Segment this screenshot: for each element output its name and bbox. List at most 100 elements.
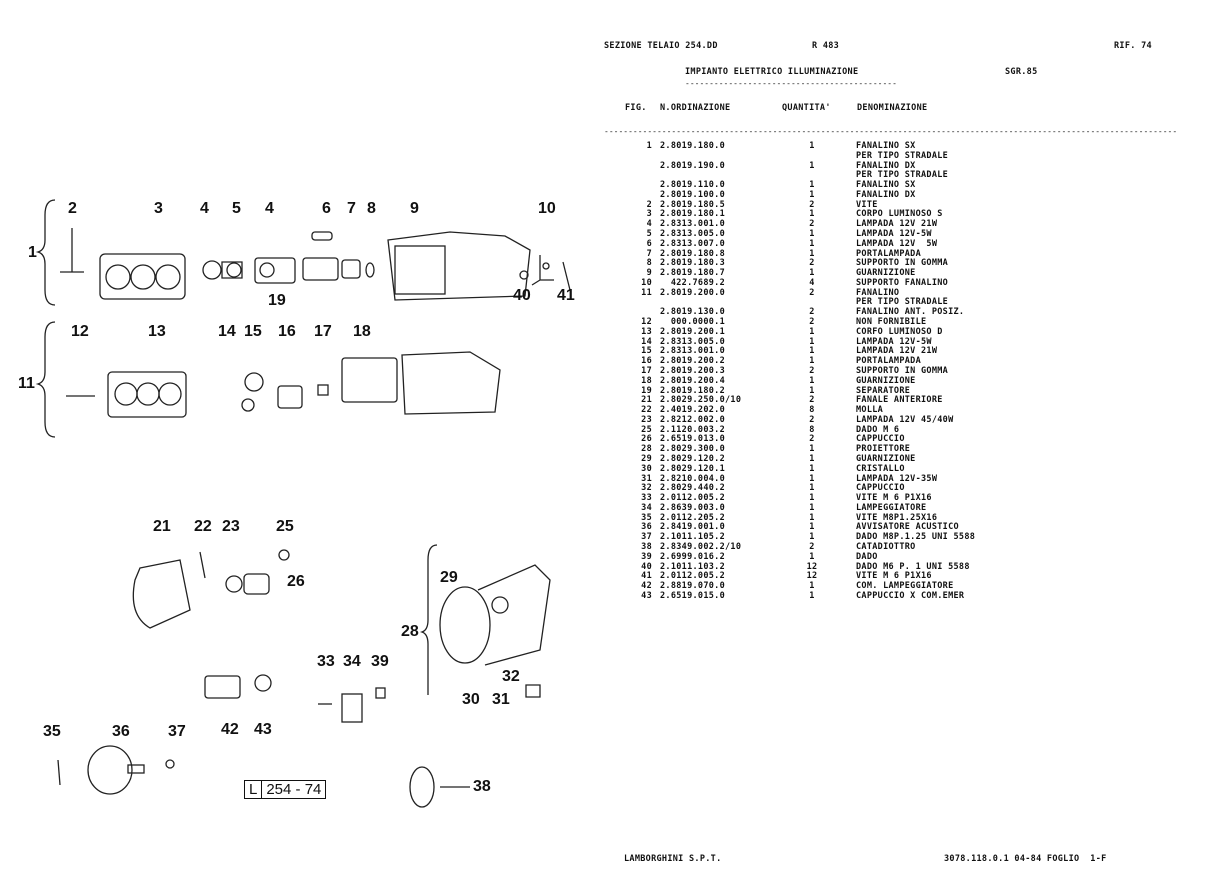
quantity: 1 [809,141,815,151]
spring-22 [199,551,206,579]
part-number: 2.8019.180.3 [660,258,726,269]
col-fig: FIG. [625,103,647,113]
fig-number: 2 [646,199,652,210]
quantity: 1 [809,180,815,191]
fig-number: 4 [646,219,652,230]
quantity: 1 [809,483,815,494]
fig-number: 40 [641,561,652,572]
bracket-11 [35,321,56,438]
fig-number: 10 [641,277,652,288]
quantity: 2 [809,258,815,269]
description: FANALINO SX [856,141,916,151]
quantity: 1 [809,444,815,455]
support-17 [317,384,329,396]
part-number: 2.8019.180.1 [660,209,726,220]
description: CAPPUCCIO X COM.EMER [856,590,965,601]
quantity: 1 [809,453,815,464]
bracket-1 [35,199,56,306]
part-number: 2.8212.002.0 [660,414,726,425]
part-number: 2.8019.200.1 [660,326,726,337]
lampholder-16 [277,385,303,409]
group-code: SGR.85 [1005,67,1038,77]
description: DADO M 6 [856,424,900,435]
callout: 2 [68,200,77,217]
fig-number: 36 [641,522,652,533]
part-number: 2.6519.015.0 [660,590,726,601]
fig-number: 26 [641,434,652,445]
callout: 22 [194,518,212,535]
description: CRISTALLO [856,463,905,474]
nut-25 [278,549,290,561]
part-number: 2.8019.200.2 [660,356,726,367]
quantity: 1 [809,160,815,171]
lamp-body-13 [107,371,187,418]
part-number: 2.8019.110.0 [660,180,726,191]
part-number: 2.8019.130.0 [660,307,726,318]
fig-number: 34 [641,502,652,513]
description: VITE M 6 P1X16 [856,571,932,582]
callout: 7 [347,200,356,217]
cap-32 [525,684,541,698]
callout: 29 [440,569,458,586]
bulb-4 [202,260,222,280]
quantity: 2 [809,199,815,210]
part-number: 2.8029.250.0/10 [660,395,742,406]
quantity: 1 [809,493,815,504]
bulb-23 [225,575,243,593]
callout: 35 [43,723,61,740]
quantity: 1 [809,512,815,523]
fig-number: 31 [641,473,652,484]
fig-number: 12 [641,317,652,328]
description: COM. LAMPEGGIATORE [856,581,954,592]
table-row: PER TIPO STRADALE [620,297,1180,307]
description: LAMPADA 12V-5W [856,229,932,240]
quantity: 1 [809,522,815,533]
bulb-6 [311,231,333,241]
part-number: 2.8313.005.0 [660,229,726,240]
part-number: 000.0000.1 [660,317,726,328]
footer-company: LAMBORGHINI S.P.T. [624,854,722,864]
fig-number: 33 [641,493,652,504]
bracket-28 [419,544,438,695]
lampholder-7 [302,257,339,281]
bracket-10 [531,255,554,286]
callout: 1 [28,244,37,261]
callout: 12 [71,323,89,340]
quantity: 2 [809,434,815,445]
table-row: PER TIPO STRADALE [620,151,1180,161]
fig-number: 30 [641,463,652,474]
quantity: 2 [809,219,815,230]
rif-number: RIF. 74 [1114,41,1152,51]
callout: 5 [232,200,241,217]
fig-number: 32 [641,483,652,494]
fig-number: 18 [641,375,652,386]
callout: 39 [371,653,389,670]
description: CATADIOTTRO [856,541,916,552]
quantity: 1 [809,189,815,200]
part-number: 2.8313.007.0 [660,238,726,249]
quantity: 1 [809,238,815,249]
callout: 14 [218,323,236,340]
description: LAMPEGGIATORE [856,502,927,513]
quantity: 2 [809,287,815,298]
part-number: 2.0112.005.2 [660,493,726,504]
fig-number: 14 [641,336,652,347]
quantity: 4 [809,277,815,288]
horn-36 [87,745,133,795]
fig-number: 37 [641,532,652,543]
